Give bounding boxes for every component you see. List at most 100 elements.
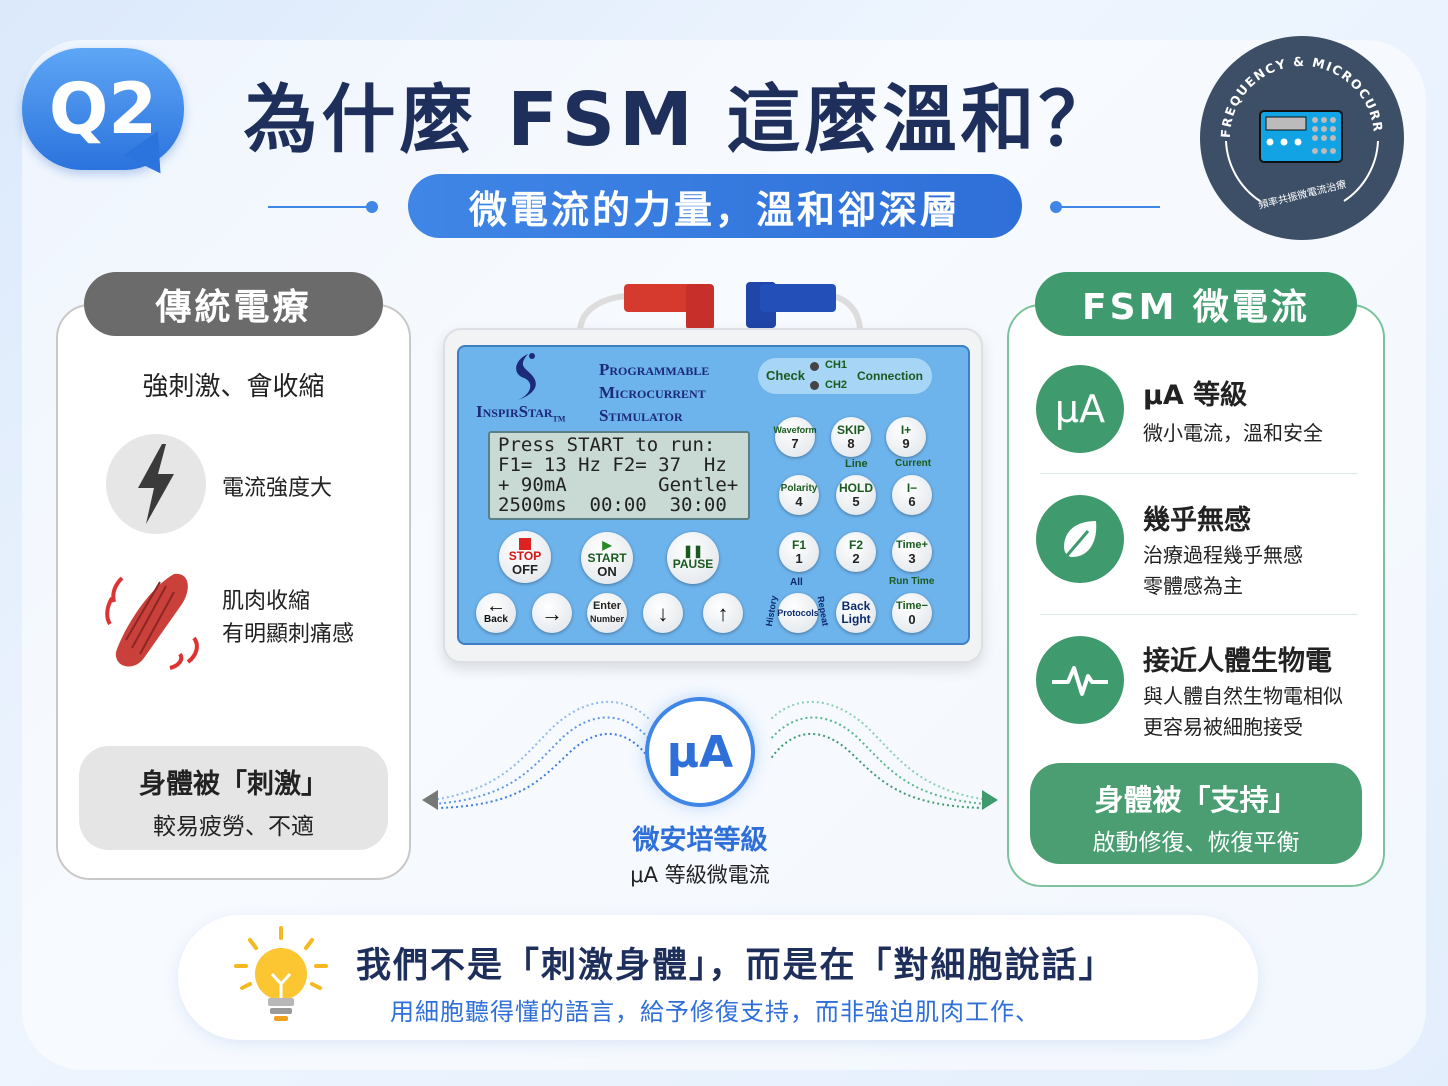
on-label: ON <box>597 563 617 579</box>
ch1-label: CH1 <box>825 359 848 371</box>
pause-label: PAUSE <box>672 557 714 571</box>
start-label: START <box>587 550 627 565</box>
up-arrow-button[interactable]: ↑ <box>703 593 743 633</box>
key-label: SKIP <box>836 423 865 437</box>
key-label: Time+ <box>896 539 928 551</box>
ch2-led <box>810 381 819 390</box>
lcd-screen: Press START to run:F1= 13 Hz F2= 37 Hz+ … <box>488 431 750 520</box>
key-number: 9 <box>902 436 910 451</box>
desc-line: 零體感為主 <box>1143 574 1243 598</box>
tm-mark: TM <box>552 414 566 424</box>
summary-sub: 啟動修復、恢復平衡 <box>1092 830 1300 856</box>
desc-line: 治療過程幾乎無感 <box>1143 543 1303 567</box>
traditional-tagline: 強刺激、會收縮 <box>142 372 325 402</box>
key-number: 2 <box>852 551 860 566</box>
protocols-button[interactable]: Protocols <box>777 593 819 633</box>
ch2-label: CH2 <box>825 379 848 391</box>
ch1-led <box>810 362 819 371</box>
item-desc: 與人體自然生物電相似更容易被細胞接受 <box>1143 681 1343 743</box>
muscle-icon <box>104 568 204 676</box>
key-label: Back <box>841 599 871 613</box>
enter-label: Enter <box>592 600 622 612</box>
play-icon: ▶ <box>602 537 612 552</box>
item-title: 幾乎無感 <box>1143 505 1251 536</box>
lcd-line: F1= 13 Hz F2= 37 Hz <box>498 454 727 476</box>
item-title: 接近人體生物電 <box>1143 646 1332 677</box>
divider-left <box>268 206 368 208</box>
current-down-button[interactable]: I−6 <box>892 475 932 515</box>
key-number: 4 <box>795 494 803 509</box>
all-label: All <box>790 577 803 588</box>
stop-label: STOP <box>508 549 542 563</box>
summary-title: 身體被「支持」 <box>1094 783 1298 817</box>
pause-button[interactable]: ❚❚PAUSE <box>667 532 719 584</box>
current-label: Current <box>895 458 932 469</box>
wave-lines <box>422 700 998 810</box>
current-strength-text: 電流強度大 <box>222 476 333 501</box>
divider-right <box>1060 206 1160 208</box>
banner-main: 我們不是「刺激身體」，而是在「對細胞說話」 <box>356 946 1116 986</box>
bottom-banner <box>178 915 1258 1040</box>
lightbulb-icon <box>234 926 328 1021</box>
name-line: Programmable <box>599 360 710 379</box>
number-label: Number <box>589 614 624 624</box>
brand-text: InspirStar <box>476 402 553 421</box>
current-up-button[interactable]: I+9 <box>886 417 926 457</box>
lightning-icon <box>106 434 206 534</box>
right-arrow-icon <box>982 790 998 810</box>
time-up-button[interactable]: Time+3 <box>892 532 932 572</box>
traditional-summary: 身體被「刺激」 較易疲勞、不適 <box>79 746 388 850</box>
time-down-button[interactable]: Time−0 <box>892 593 932 633</box>
down-arrow-button[interactable]: ↓ <box>643 593 683 633</box>
logo-badge: FREQUENCY & MICROCURRENT 頻率共振微電流治療 <box>1194 24 1404 240</box>
key-label: Light <box>841 612 871 626</box>
device-brand: InspirStarTM <box>476 402 565 423</box>
muscle-text: 肌肉收縮有明顯刺痛感 <box>222 585 354 651</box>
key-label: F1 <box>791 538 806 552</box>
up-arrow-icon: ↑ <box>717 600 729 626</box>
electrode-cables <box>577 282 863 333</box>
summary-sub: 較易疲勞、不適 <box>153 814 314 840</box>
muscle-line1: 肌肉收縮 <box>222 589 311 614</box>
key-number: 3 <box>908 551 916 566</box>
right-arrow-button[interactable]: → <box>532 593 572 633</box>
connection-indicator: Check CH1 CH2 Connection <box>758 358 932 394</box>
fsm-summary: 身體被「支持」 啟動修復、恢復平衡 <box>1030 763 1362 864</box>
stop-icon <box>519 538 531 550</box>
subtitle-pill: 微電流的力量，溫和卻深層 <box>408 174 1022 238</box>
fsm-header: FSM 微電流 <box>1035 272 1357 336</box>
divider-dot <box>366 201 378 213</box>
back-arrow-button[interactable]: ←Back <box>476 593 516 633</box>
left-arrow-icon <box>422 790 438 810</box>
divider-dot <box>1050 201 1062 213</box>
microamp-circle: μA <box>645 697 755 807</box>
banner-sub: 用細胞聽得懂的語言，給予修復支持，而非強迫肌肉工作、 <box>390 998 1040 1026</box>
traditional-header: 傳統電療 <box>84 272 383 336</box>
line-label: Line <box>845 458 868 470</box>
key-number: 8 <box>847 436 855 451</box>
page-title: 為什麼 FSM 這麼溫和？ <box>243 77 1117 163</box>
off-label: OFF <box>512 562 538 577</box>
left-arrow-icon: ← <box>486 595 506 617</box>
name-line: Microcurrent <box>599 383 706 402</box>
desc-line: 與人體自然生物電相似 <box>1143 684 1343 708</box>
key-number: 0 <box>908 612 916 627</box>
key-label: I− <box>906 481 918 495</box>
right-arrow-icon: → <box>541 600 563 626</box>
inspirstar-logo-icon <box>516 353 536 400</box>
key-label: Polarity <box>780 483 818 494</box>
question-badge: Q2 <box>22 48 184 170</box>
separator <box>1040 473 1358 474</box>
back-label: Back <box>484 614 508 625</box>
